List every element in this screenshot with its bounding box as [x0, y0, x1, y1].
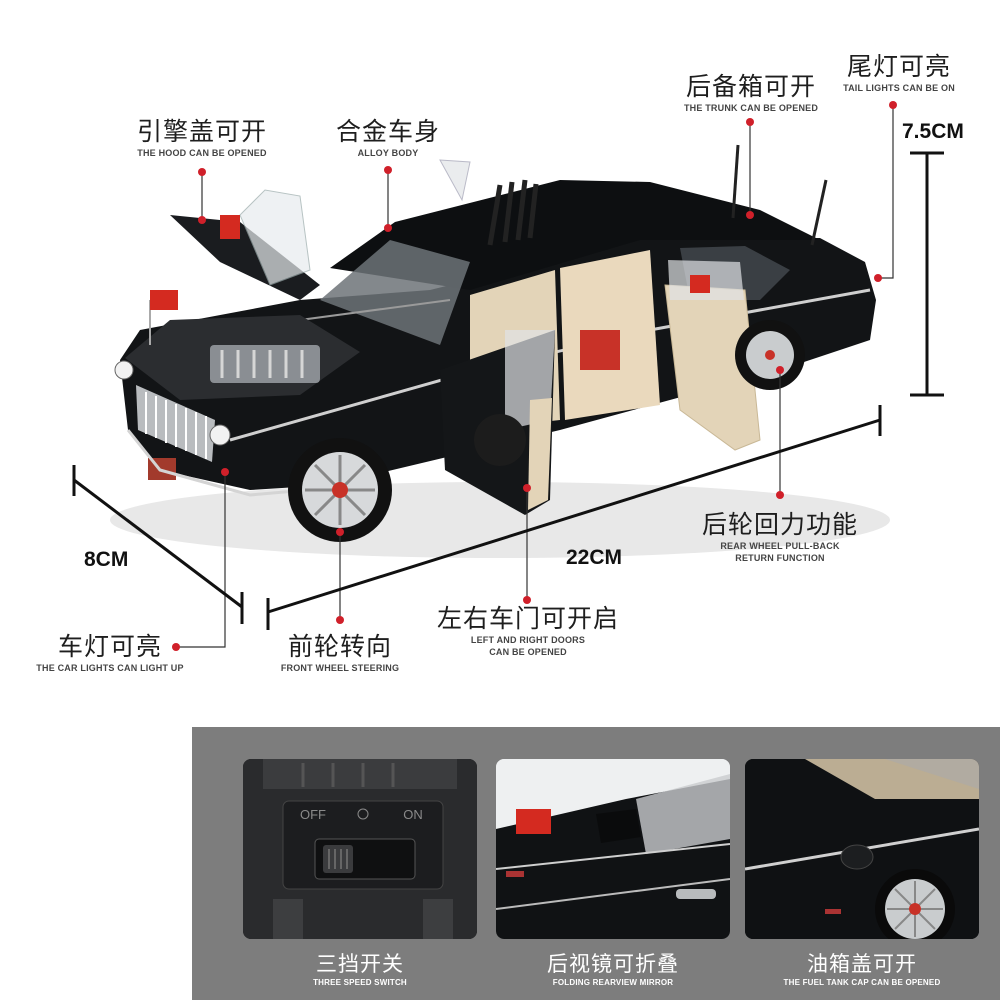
lightbulb-icon — [357, 808, 369, 820]
dimension-length: 22CM — [566, 546, 623, 569]
callout-doors-en-1: LEFT AND RIGHT DOORS — [470, 635, 586, 645]
callout-front-wheel: 前轮转向 FRONT WHEEL STEERING — [272, 632, 408, 674]
callout-tail-en: TAIL LIGHTS CAN BE ON — [843, 83, 955, 93]
callout-car-lights-zh: 车灯可亮 — [57, 632, 162, 661]
callout-hood: 引擎盖可开 THE HOOD CAN BE OPENED — [122, 117, 282, 159]
dimension-width: 8CM — [84, 548, 129, 571]
feature-thumb-fuel-cap — [745, 759, 979, 939]
callout-hood-zh: 引擎盖可开 — [136, 117, 267, 146]
feature-thumb-switch: OFF ON — [243, 759, 477, 939]
switch-on-label: ON — [403, 807, 423, 822]
callout-front-wheel-zh: 前轮转向 — [287, 632, 392, 661]
callout-body-en: ALLOY BODY — [357, 148, 419, 158]
feature-panel: OFF ON 三挡开关 THREE SPEED SWITCH — [192, 727, 1000, 1000]
callout-car-lights-en: THE CAR LIGHTS CAN LIGHT UP — [36, 663, 184, 673]
flag-icon — [150, 290, 178, 310]
callout-car-lights: 车灯可亮 THE CAR LIGHTS CAN LIGHT UP — [30, 632, 190, 674]
feature-mirror-zh: 后视镜可折叠 — [547, 952, 679, 976]
callout-trunk-en: THE TRUNK CAN BE OPENED — [683, 103, 819, 113]
feature-switch-en: THREE SPEED SWITCH — [313, 978, 407, 987]
mirror-icon — [596, 809, 641, 843]
callout-lines — [72, 101, 944, 651]
callout-rear-wheel: 后轮回力功能 REAR WHEEL PULL-BACK RETURN FUNCT… — [690, 510, 870, 564]
callout-doors-zh: 左右车门可开启 — [436, 604, 619, 633]
callout-tail-lights: 尾灯可亮 TAIL LIGHTS CAN BE ON — [835, 52, 963, 94]
feature-thumb-mirror — [496, 759, 730, 939]
dimension-height: 7.5CM — [902, 120, 964, 143]
callout-doors-en-2: CAN BE OPENED — [489, 647, 567, 657]
callout-tail-zh: 尾灯可亮 — [846, 52, 951, 81]
callout-rear-wheel-en-1: REAR WHEEL PULL-BACK — [720, 541, 840, 551]
callout-trunk: 后备箱可开 THE TRUNK CAN BE OPENED — [665, 72, 837, 114]
callout-doors: 左右车门可开启 LEFT AND RIGHT DOORS CAN BE OPEN… — [425, 604, 631, 658]
feature-switch-zh: 三挡开关 — [316, 952, 404, 976]
callout-rear-wheel-zh: 后轮回力功能 — [701, 510, 858, 539]
callout-body-zh: 合金车身 — [335, 117, 440, 146]
switch-off-label: OFF — [300, 807, 326, 822]
feature-mirror-en: FOLDING REARVIEW MIRROR — [552, 978, 674, 987]
feature-caption-switch: 三挡开关 THREE SPEED SWITCH — [243, 951, 477, 989]
fuel-cap-icon — [840, 844, 874, 870]
front-wheel — [288, 438, 392, 542]
feature-fuel-zh: 油箱盖可开 — [807, 952, 917, 976]
switch-slider — [323, 845, 353, 873]
feature-fuel-en: THE FUEL TANK CAP CAN BE OPENED — [783, 978, 941, 987]
callout-alloy-body: 合金车身 ALLOY BODY — [318, 117, 458, 159]
feature-caption-mirror: 后视镜可折叠 FOLDING REARVIEW MIRROR — [496, 951, 730, 989]
callout-front-wheel-en: FRONT WHEEL STEERING — [280, 663, 400, 673]
callout-rear-wheel-en-2: RETURN FUNCTION — [735, 553, 825, 563]
feature-caption-fuel-cap: 油箱盖可开 THE FUEL TANK CAP CAN BE OPENED — [745, 951, 979, 989]
car-model-photo — [110, 144, 890, 558]
callout-hood-en: THE HOOD CAN BE OPENED — [137, 148, 267, 158]
callout-trunk-zh: 后备箱可开 — [685, 72, 816, 101]
